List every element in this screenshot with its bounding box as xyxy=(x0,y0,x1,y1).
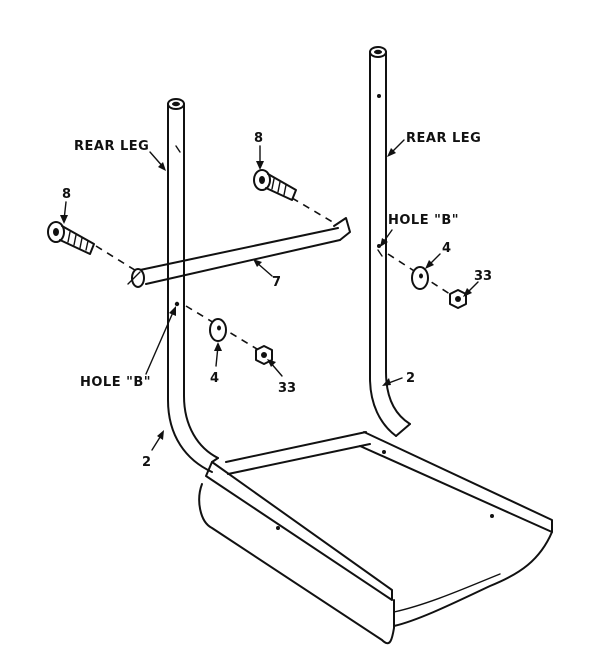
part-2-left-label: 2 xyxy=(142,455,151,470)
part-8-right-label: 8 xyxy=(254,131,263,146)
hole-b-right-label: HOLE "B" xyxy=(388,213,459,228)
cross-brace xyxy=(127,217,351,288)
hole-b-left-label: HOLE "B" xyxy=(80,375,151,390)
part-33-right-label: 33 xyxy=(474,269,492,284)
rear-leg-right-label: REAR LEG xyxy=(406,131,481,146)
nut-right xyxy=(449,289,467,309)
leader-arrows xyxy=(60,139,479,451)
washer-right xyxy=(411,266,429,290)
rear-leg-left-label: REAR LEG xyxy=(74,139,149,154)
part-33-left-label: 33 xyxy=(278,381,296,396)
bolt-left xyxy=(47,221,95,255)
part-2-right-label: 2 xyxy=(406,371,415,386)
part-4-left-label: 4 xyxy=(210,371,219,386)
washer-left xyxy=(209,318,227,342)
base-tray xyxy=(198,431,553,645)
bolt-right xyxy=(253,169,297,201)
part-7-label: 7 xyxy=(272,275,281,290)
left-rear-leg xyxy=(167,98,219,473)
part-4-right-label: 4 xyxy=(442,241,451,256)
right-rear-leg xyxy=(369,46,411,437)
part-8-left-label: 8 xyxy=(62,187,71,202)
